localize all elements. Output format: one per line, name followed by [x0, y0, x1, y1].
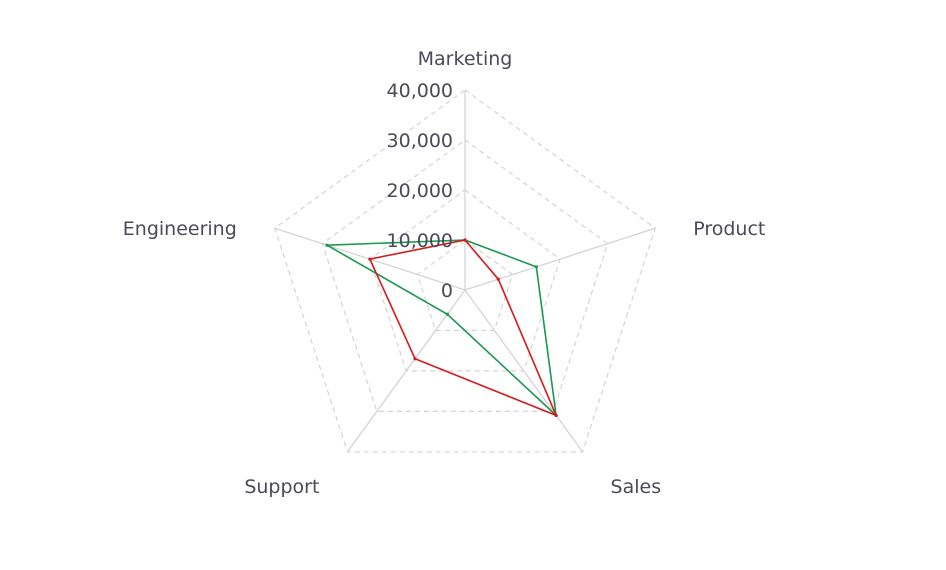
axis-spoke-support — [346, 289, 466, 453]
axis-spoke-sales — [464, 289, 584, 453]
series-2-point-engineering — [368, 257, 372, 261]
axis-label-product: Product — [693, 218, 765, 240]
series-2-point-support — [413, 357, 417, 361]
axis-label-engineering: Engineering — [123, 218, 237, 240]
axis-label-support: Support — [244, 476, 319, 498]
axis-label-marketing: Marketing — [418, 48, 513, 70]
series-layer — [324, 238, 558, 418]
series-2-point-product — [496, 277, 500, 281]
tick-label-2: 20,000 — [387, 180, 453, 202]
series-2-point-marketing — [463, 238, 467, 242]
axis-spoke-product — [464, 227, 656, 291]
series-2-point-sales — [554, 413, 558, 417]
series-2-polygon — [368, 239, 558, 417]
grid-ring-4 — [274, 89, 656, 453]
tick-label-4: 40,000 — [387, 80, 453, 102]
grid-ring-2 — [369, 189, 561, 372]
tick-label-1: 10,000 — [387, 230, 453, 252]
spoke-layer — [274, 90, 656, 453]
series-1-point-product — [534, 265, 538, 269]
series-1-polygon — [324, 239, 558, 418]
series-1-point-engineering — [325, 243, 329, 247]
tick-layer: 0 10,000 20,000 30,000 40,000 — [387, 80, 453, 302]
series-1-point-support — [445, 312, 449, 316]
tick-label-3: 30,000 — [387, 130, 453, 152]
axis-label-sales: Sales — [611, 476, 662, 498]
tick-label-0: 0 — [441, 280, 453, 302]
grid-ring-3 — [321, 139, 609, 412]
